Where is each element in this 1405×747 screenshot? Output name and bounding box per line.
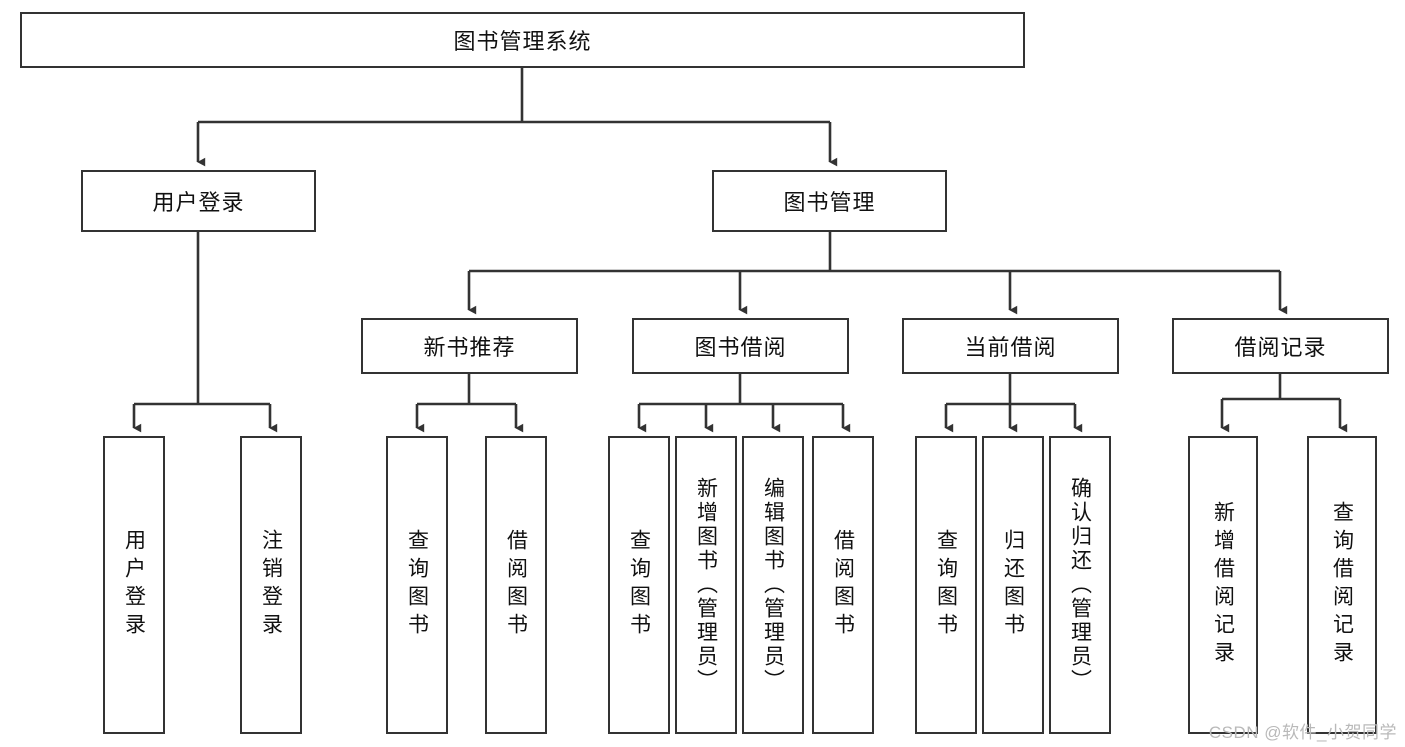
node-leaf-query-book-3[interactable]: 查询图书 [915,436,977,734]
node-label: 图书管理 [783,190,876,215]
node-label: 当前借阅 [964,335,1057,360]
node-leaf-user-login[interactable]: 用户登录 [103,436,165,734]
node-leaf-confirm-return-admin[interactable]: 确认归还（管理员） [1049,436,1111,734]
node-label: 新书推荐 [423,335,516,360]
node-label: 用户登录 [122,529,146,641]
node-root-system[interactable]: 图书管理系统 [20,12,1025,68]
node-book-management[interactable]: 图书管理 [712,170,947,232]
node-label: 确认归还（管理员） [1068,477,1092,693]
node-leaf-add-book-admin[interactable]: 新增图书（管理员） [675,436,737,734]
node-label: 注销登录 [259,529,283,641]
node-leaf-edit-book-admin[interactable]: 编辑图书（管理员） [742,436,804,734]
node-label: 归还图书 [1001,529,1025,641]
node-leaf-query-book-2[interactable]: 查询图书 [608,436,670,734]
node-current-borrow[interactable]: 当前借阅 [902,318,1119,374]
node-leaf-query-borrow-record[interactable]: 查询借阅记录 [1307,436,1377,734]
node-user-login[interactable]: 用户登录 [81,170,316,232]
node-leaf-borrow-book-1[interactable]: 借阅图书 [485,436,547,734]
node-borrow-record[interactable]: 借阅记录 [1172,318,1389,374]
node-leaf-add-borrow-record[interactable]: 新增借阅记录 [1188,436,1258,734]
node-label: 新增图书（管理员） [694,477,718,693]
node-label: 编辑图书（管理员） [761,477,785,693]
node-book-borrow[interactable]: 图书借阅 [632,318,849,374]
node-label: 图书借阅 [694,335,787,360]
node-leaf-return-book[interactable]: 归还图书 [982,436,1044,734]
csdn-watermark: CSDN @软件_小贺同学 [1208,723,1397,742]
node-label: 借阅记录 [1234,335,1327,360]
node-label: 查询图书 [934,529,958,641]
node-label: 图书管理系统 [453,29,592,54]
node-label: 借阅图书 [831,529,855,641]
node-leaf-borrow-book-2[interactable]: 借阅图书 [812,436,874,734]
node-label: 新增借阅记录 [1211,501,1235,669]
node-label: 查询图书 [627,529,651,641]
node-label: 借阅图书 [504,529,528,641]
node-leaf-logout-login[interactable]: 注销登录 [240,436,302,734]
node-new-book-recommend[interactable]: 新书推荐 [361,318,578,374]
node-label: 用户登录 [152,190,245,215]
node-leaf-query-book-1[interactable]: 查询图书 [386,436,448,734]
node-label: 查询图书 [405,529,429,641]
node-label: 查询借阅记录 [1330,501,1354,669]
